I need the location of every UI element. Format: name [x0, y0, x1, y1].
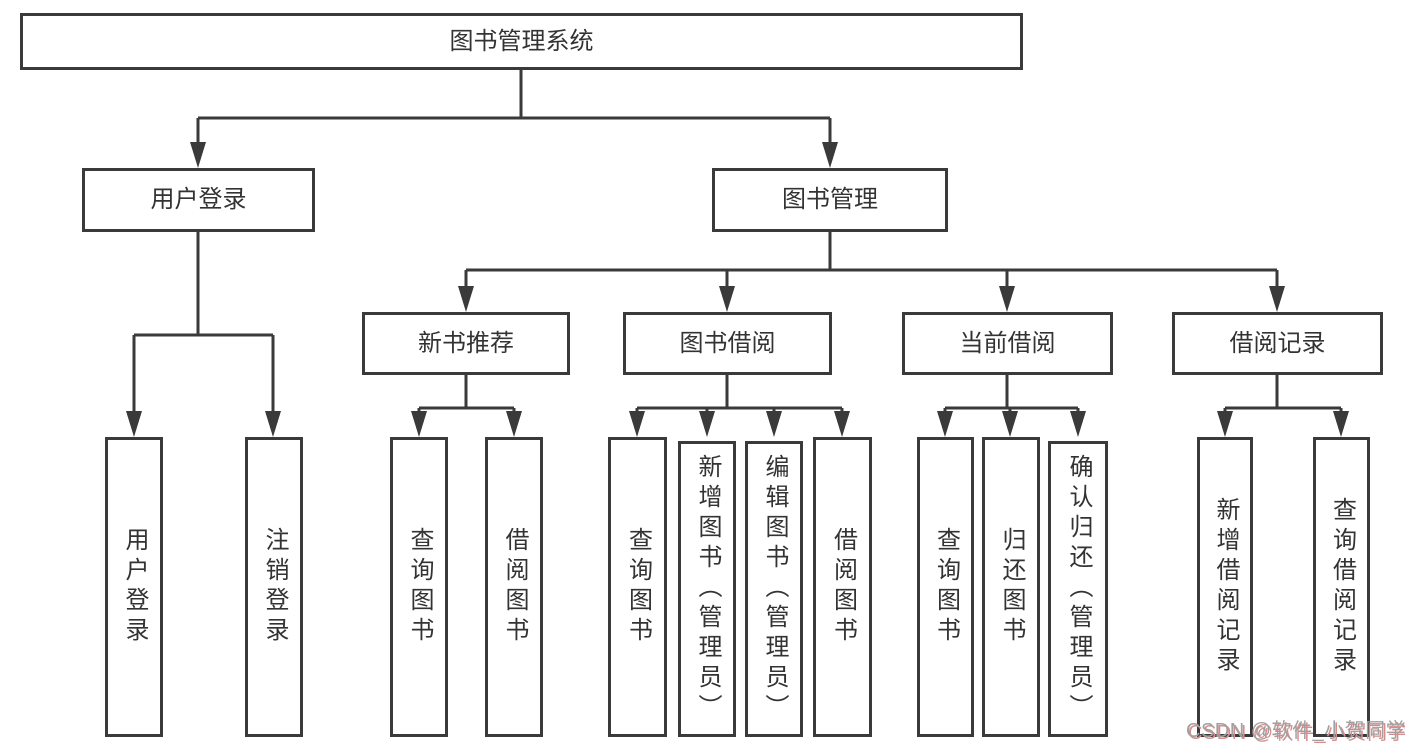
edge-line: [464, 232, 1279, 290]
arrowhead-icon: [411, 411, 427, 437]
leaf-query-book-3: 查询图书: [917, 437, 974, 737]
node-current-borrow: 当前借阅: [902, 312, 1113, 375]
edges-from-root: [190, 70, 838, 168]
node-label: 新增图书（管理员）: [694, 454, 721, 724]
arrowhead-icon: [126, 411, 142, 437]
edges-from-current-borrow: [937, 375, 1086, 437]
edge-line: [1223, 375, 1343, 415]
leaf-add-book-admin: 新增图书（管理员）: [678, 441, 736, 737]
arrowhead-icon: [1070, 411, 1086, 437]
arrowhead-icon: [1333, 411, 1349, 437]
node-label: 图书借阅: [679, 329, 776, 357]
arrowhead-icon: [629, 411, 645, 437]
node-label: 图书管理系统: [449, 27, 594, 55]
edges-from-user-login: [126, 232, 281, 437]
node-label: 注销登录: [261, 527, 288, 647]
leaf-query-book-1: 查询图书: [390, 437, 448, 737]
arrowhead-icon: [1269, 286, 1285, 312]
edge-line: [132, 232, 275, 415]
node-book-management: 图书管理: [712, 168, 948, 232]
leaf-add-borrow-record: 新增借阅记录: [1197, 437, 1253, 737]
arrowhead-icon: [265, 411, 281, 437]
node-label: 图书管理: [782, 186, 878, 213]
node-book-borrow: 图书借阅: [623, 312, 832, 375]
arrowhead-icon: [190, 142, 206, 168]
arrowhead-icon: [834, 411, 850, 437]
leaf-query-book-2: 查询图书: [608, 437, 667, 737]
edges-from-book-mgmt: [458, 232, 1285, 312]
leaf-user-login: 用户登录: [105, 437, 163, 737]
node-label: 归还图书: [998, 527, 1025, 647]
arrowhead-icon: [506, 411, 522, 437]
leaf-logout: 注销登录: [245, 437, 303, 737]
arrowhead-icon: [766, 411, 782, 437]
leaf-borrow-book-1: 借阅图书: [485, 437, 543, 737]
node-label: 查询图书: [932, 527, 960, 647]
node-label: 借阅图书: [829, 527, 857, 647]
leaf-return-book: 归还图书: [982, 437, 1040, 737]
node-label: 新增借阅记录: [1212, 497, 1239, 677]
edges-from-book-borrow: [629, 375, 850, 437]
leaf-query-borrow-record: 查询借阅记录: [1313, 437, 1370, 737]
arrowhead-icon: [699, 411, 715, 437]
node-label: 确认归还（管理员）: [1065, 454, 1092, 724]
arrowhead-icon: [1217, 411, 1233, 437]
edge-line: [417, 375, 516, 415]
node-label: 查询借阅记录: [1328, 497, 1356, 677]
edge-line: [943, 375, 1080, 415]
edge-line: [196, 70, 832, 146]
arrowhead-icon: [1002, 411, 1018, 437]
node-label: 查询图书: [406, 527, 433, 647]
arrowhead-icon: [458, 286, 474, 312]
arrowhead-icon: [719, 286, 735, 312]
leaf-edit-book-admin: 编辑图书（管理员）: [745, 441, 803, 737]
node-label: 借阅记录: [1229, 329, 1326, 357]
edge-line: [635, 375, 844, 415]
csdn-watermark: CSDN @软件_小贺同学: [1186, 720, 1405, 742]
node-label: 当前借阅: [959, 329, 1056, 357]
edges-from-borrow-record: [1217, 375, 1349, 437]
node-label: 借阅图书: [501, 527, 528, 647]
leaf-confirm-return-admin: 确认归还（管理员）: [1048, 441, 1108, 737]
node-label: 用户登录: [121, 527, 148, 647]
node-label: 查询图书: [624, 527, 652, 647]
arrowhead-icon: [999, 286, 1015, 312]
leaf-borrow-book-2: 借阅图书: [813, 437, 872, 737]
node-user-login: 用户登录: [82, 168, 315, 232]
node-library-system: 图书管理系统: [20, 13, 1023, 70]
node-borrow-record: 借阅记录: [1172, 312, 1383, 375]
arrowhead-icon: [937, 411, 953, 437]
node-label: 编辑图书（管理员）: [761, 454, 788, 724]
edges-from-new-book-rec: [411, 375, 522, 437]
arrowhead-icon: [822, 142, 838, 168]
node-new-book-recommend: 新书推荐: [362, 312, 570, 375]
node-label: 用户登录: [150, 186, 247, 213]
node-label: 新书推荐: [418, 329, 514, 357]
